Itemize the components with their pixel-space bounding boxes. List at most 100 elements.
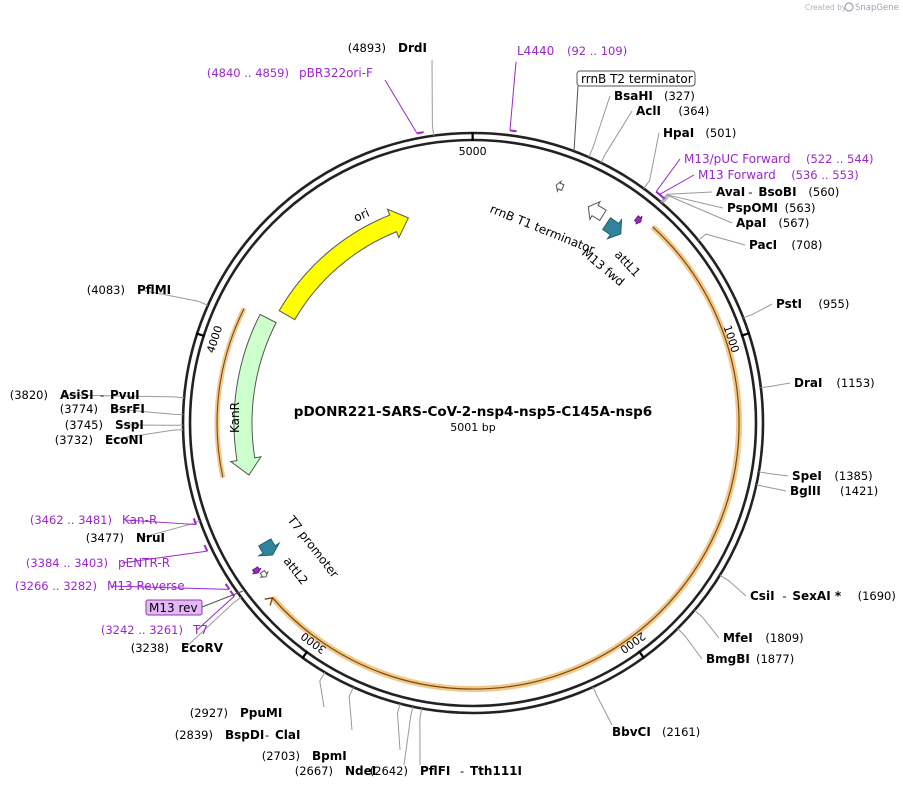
primer-kan-r-leader (125, 519, 197, 526)
enzyme-avai-name: AvaI (716, 185, 745, 199)
enzyme-bsahi[interactable]: BsaHI(327) (588, 89, 695, 158)
m13-rev-label: M13 rev (149, 601, 198, 615)
enzyme-avai-name2: BsoBI (758, 185, 796, 199)
feature-m13-rev[interactable] (251, 566, 262, 575)
enzyme-psti-name: PstI (776, 297, 802, 311)
enzyme-ndei[interactable]: (2667)NdeI (295, 706, 414, 778)
enzyme-ppumi-pos: (2927) (190, 706, 228, 720)
enzyme-ndei-leader (403, 706, 414, 766)
primer-m13-forward[interactable]: M13 Forward(536 .. 553) (658, 168, 859, 200)
enzyme-paci[interactable]: PacI(708) (697, 233, 822, 252)
enzyme-bbvci[interactable]: BbvCI(2161) (592, 686, 700, 739)
m13-rev-label-box[interactable]: M13 rev (145, 599, 203, 616)
feature-ori[interactable] (278, 208, 410, 321)
primer-m13-reverse-pos: (3266 .. 3282) (15, 579, 97, 593)
enzyme-acli-pos: (364) (678, 104, 709, 118)
enzyme-sspi[interactable]: (3745)SspI (65, 418, 184, 432)
feature-kanr[interactable] (229, 313, 277, 476)
enzyme-pspomi[interactable]: PspOMI(563) (661, 194, 816, 215)
rrnb-t2-leader (573, 85, 579, 152)
primer-m13-puc-forward-name: M13/pUC Forward (684, 152, 791, 166)
primer-pbr322ori-f-pos: (4840 .. 4859) (207, 66, 289, 80)
enzyme-paci-name: PacI (749, 238, 777, 252)
feature-attl1[interactable] (602, 217, 623, 240)
enzyme-bspdi-name2: ClaI (275, 728, 300, 742)
enzyme-ecorv[interactable]: (3238)EcoRV (131, 596, 242, 655)
credit-brand: SnapGene (855, 3, 899, 13)
enzyme-bpmi[interactable]: (2703)BpmI (262, 703, 401, 763)
enzyme-pflfi[interactable]: (2642)PflFI-Tth111I (370, 708, 522, 778)
enzyme-hpai-pos: (501) (705, 126, 736, 140)
tick-mark-2000 (637, 650, 646, 659)
enzyme-pflfi-leader (419, 708, 423, 766)
enzyme-spei[interactable]: SpeI(1385) (758, 469, 873, 483)
enzyme-apai-name: ApaI (736, 216, 766, 230)
enzyme-ppumi[interactable]: (2927)PpuMI (190, 672, 326, 720)
enzyme-psti-leader (743, 303, 773, 319)
enzyme-mfei[interactable]: MfeI(1809) (694, 609, 804, 645)
enzyme-hpai-leader (643, 132, 660, 189)
enzyme-drai-leader (760, 382, 791, 389)
primer-pbr322ori-f-bar (416, 131, 424, 135)
primer-pentr-r[interactable]: (3384 .. 3403)pENTR-R (26, 544, 209, 570)
enzyme-apai[interactable]: ApaI(567) (662, 195, 810, 230)
enzyme-bmgbi[interactable]: BmgBI(1877) (677, 628, 795, 667)
primer-m13-puc-forward-leader (655, 158, 681, 193)
primer-t7-pos: (3242 .. 3261) (101, 623, 183, 637)
primer-l4440-pos: (92 .. 109) (567, 44, 627, 58)
enzyme-drdi-leader (431, 59, 435, 136)
enzyme-bbvci-name: BbvCI (612, 725, 651, 739)
enzyme-paci-leader (697, 233, 746, 246)
enzyme-pspomi-name: PspOMI (727, 201, 778, 215)
enzyme-ecorv-leader (184, 596, 242, 649)
enzyme-spei-name: SpeI (792, 469, 822, 483)
primer-m13-puc-forward-pos: (522 .. 544) (806, 152, 874, 166)
insert-layer (214, 224, 743, 693)
enzyme-acli[interactable]: AclI(364) (600, 104, 709, 164)
plasmid-length: 5001 bp (450, 421, 495, 434)
feature-rrnb-t2-terminator[interactable] (555, 179, 565, 193)
primer-pbr322ori-f-name: pBR322ori-F (299, 66, 373, 80)
feature-m13-fwd[interactable] (633, 215, 643, 225)
enzyme-pflfi-dash: - (460, 764, 464, 778)
enzyme-bspdi[interactable]: (2839)BspDI-ClaI (175, 686, 354, 742)
enzyme-psti-pos: (955) (818, 297, 849, 311)
primer-m13-reverse-name: M13 Reverse (107, 579, 185, 593)
enzyme-bsrfi[interactable]: (3774)BsrFI (60, 402, 184, 416)
primer-l4440[interactable]: L4440(92 .. 109) (509, 44, 627, 133)
insert-arc[interactable] (272, 226, 740, 690)
enzyme-bspdi-leader (348, 686, 354, 731)
enzyme-bglii[interactable]: BglII(1421) (756, 484, 878, 498)
primer-m13-puc-forward[interactable]: M13/pUC Forward (522 .. 544) (655, 152, 874, 197)
primer-kan-r[interactable]: (3462 .. 3481)Kan-R (30, 513, 197, 527)
enzyme-pflmi[interactable]: (4083)PflMI (87, 283, 209, 306)
enzyme-asisi-dash: - (100, 388, 104, 402)
enzyme-drai[interactable]: DraI(1153) (760, 376, 875, 390)
feature-t7-promoter[interactable] (259, 569, 269, 578)
rrnb-t2-label: rrnB T2 terminator (581, 72, 693, 86)
primer-pentr-r-leader (121, 550, 208, 564)
ori-label: ori (352, 206, 372, 225)
enzyme-drdi[interactable]: (4893)DrdI (348, 41, 435, 136)
primer-m13-reverse[interactable]: (3266 .. 3282) M13 Reverse (15, 579, 231, 593)
enzyme-asisi[interactable]: (3820)AsiSI-PvuI (10, 388, 185, 402)
primer-pbr322ori-f[interactable]: (4840 .. 4859) pBR322ori-F (207, 66, 424, 135)
primer-m13-reverse-leader (110, 585, 230, 590)
enzyme-asisi-name2: PvuI (110, 388, 140, 402)
rrnb-t2-label-box[interactable]: rrnB T2 terminator (576, 70, 696, 87)
enzyme-mfei-leader (694, 609, 720, 639)
enzyme-hpai[interactable]: HpaI(501) (643, 126, 737, 189)
primer-t7[interactable]: (3242 .. 3261)T7 (101, 590, 236, 637)
feature-attl2[interactable] (256, 538, 281, 557)
primer-pbr322ori-f-leader (384, 79, 418, 134)
tick-label-5000: 5000 (459, 145, 487, 158)
enzyme-econi[interactable]: (3732)EcoNI (55, 429, 184, 447)
enzyme-nrui-pos: (3477) (86, 531, 124, 545)
feature-rrnb-t1-terminator[interactable] (587, 200, 607, 222)
enzyme-psti[interactable]: PstI (955) (743, 297, 849, 319)
credit-text: Created by (805, 3, 847, 12)
enzyme-bglii-pos: (1421) (840, 484, 878, 498)
